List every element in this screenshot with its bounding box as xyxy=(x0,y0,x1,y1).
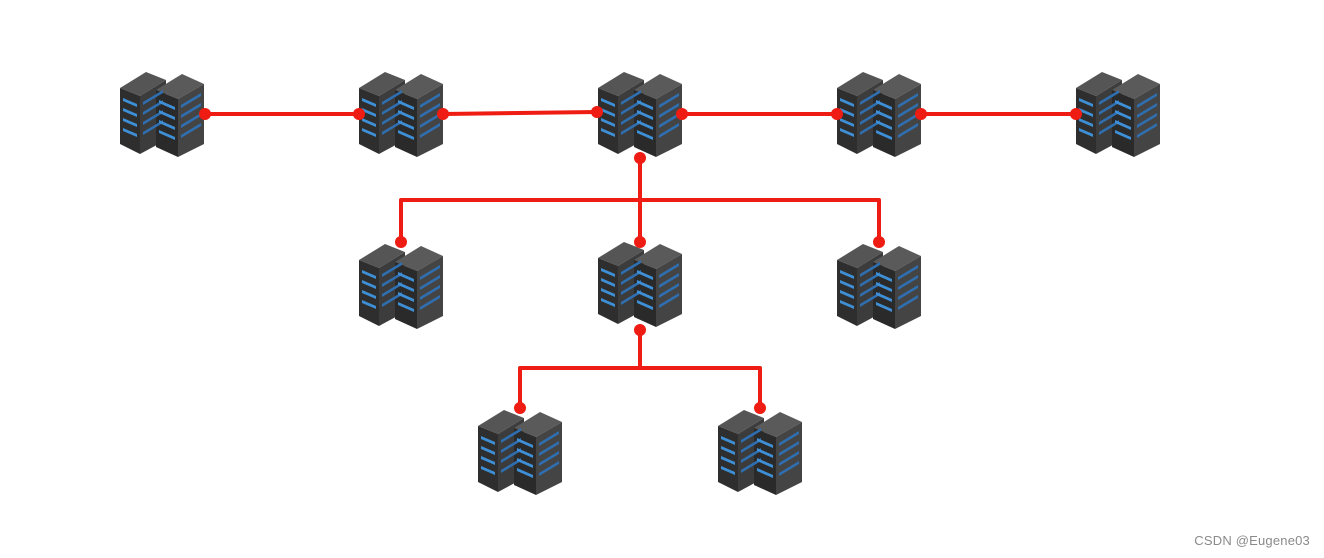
link-top-2-top-3 xyxy=(441,110,599,116)
connection-dot xyxy=(1070,108,1082,120)
connection-dot xyxy=(514,402,526,414)
connection-dot xyxy=(437,108,449,120)
link-top-3-mid-3 xyxy=(638,198,881,244)
server-rack-icon[interactable] xyxy=(1076,72,1160,157)
connection-dot xyxy=(199,108,211,120)
server-rack-icon[interactable] xyxy=(598,72,682,157)
connection-dot xyxy=(873,236,885,248)
connection-dots-layer xyxy=(199,106,1082,414)
connection-dot xyxy=(754,402,766,414)
connection-dot xyxy=(591,106,603,118)
server-rack-icon[interactable] xyxy=(359,72,443,157)
server-rack-icon[interactable] xyxy=(718,410,802,495)
watermark: CSDN @Eugene03 xyxy=(1194,533,1310,548)
connection-dot xyxy=(395,236,407,248)
server-rack-icon[interactable] xyxy=(478,410,562,495)
link-top-3-mid-1 xyxy=(399,198,642,244)
server-rack-icon[interactable] xyxy=(598,242,682,327)
links-layer xyxy=(203,110,1078,410)
server-rack-icon[interactable] xyxy=(359,244,443,329)
connection-dot xyxy=(353,108,365,120)
connection-dot xyxy=(634,324,646,336)
connection-dot xyxy=(831,108,843,120)
nodes-layer xyxy=(120,72,1160,495)
server-rack-icon[interactable] xyxy=(837,244,921,329)
connection-dot xyxy=(676,108,688,120)
server-rack-icon[interactable] xyxy=(120,72,204,157)
connection-dot xyxy=(634,236,646,248)
link-mid-2-bottom-2 xyxy=(638,366,762,410)
connection-dot xyxy=(915,108,927,120)
connection-dot xyxy=(634,152,646,164)
link-mid-2-bottom-1 xyxy=(518,328,642,410)
server-rack-icon[interactable] xyxy=(837,72,921,157)
